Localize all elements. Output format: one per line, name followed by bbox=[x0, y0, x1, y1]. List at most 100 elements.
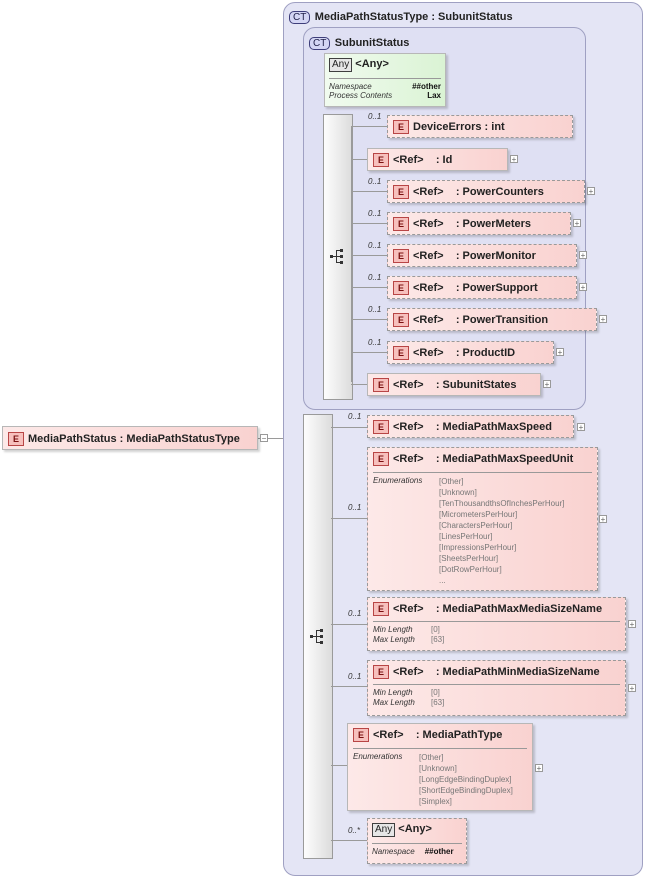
expand-icon[interactable]: + bbox=[543, 380, 551, 389]
any-element-top[interactable]: Any <Any> Namespace ##other Process Cont… bbox=[324, 53, 446, 107]
collapse-icon[interactable]: − bbox=[260, 434, 268, 443]
connector bbox=[351, 384, 367, 385]
prop-key: Max Length bbox=[373, 698, 415, 707]
element-media-path-max-speed[interactable]: E<Ref> : MediaPathMaxSpeed bbox=[367, 415, 574, 438]
element-badge: E bbox=[373, 153, 389, 167]
element-media-path-type[interactable]: E<Ref> : MediaPathType Enumerations [Oth… bbox=[347, 723, 533, 811]
enum-key: Enumerations bbox=[353, 752, 403, 761]
any-element-bottom[interactable]: Any <Any> Namespace ##other bbox=[367, 818, 467, 864]
prop-value: ##other bbox=[412, 82, 441, 91]
enum-key: Enumerations bbox=[373, 476, 423, 485]
prop-value: [63] bbox=[431, 698, 445, 707]
enumeration-value: [CharactersPerHour] bbox=[439, 521, 513, 530]
occurrence-label: 0..1 bbox=[368, 338, 382, 347]
enumeration-value: [Other] bbox=[419, 753, 444, 762]
expand-icon[interactable]: + bbox=[587, 187, 595, 196]
element-badge: E bbox=[393, 185, 409, 199]
element-name: : MediaPathMaxSpeed bbox=[435, 420, 552, 433]
element-id[interactable]: E<Ref> : Id bbox=[367, 148, 508, 171]
root-element-name: MediaPathStatus : MediaPathStatusType bbox=[28, 432, 240, 445]
element-badge: E bbox=[393, 249, 409, 263]
expand-icon[interactable]: + bbox=[510, 155, 518, 164]
enumeration-value: [SheetsPerHour] bbox=[439, 554, 499, 563]
connector bbox=[351, 126, 387, 127]
connector bbox=[331, 765, 347, 766]
expand-icon[interactable]: + bbox=[573, 219, 581, 228]
root-element[interactable]: E MediaPathStatus : MediaPathStatusType bbox=[2, 426, 258, 450]
element-badge: E bbox=[393, 281, 409, 295]
occurrence-label: 0..1 bbox=[368, 177, 382, 186]
expand-icon[interactable]: + bbox=[628, 684, 636, 693]
element-badge: E bbox=[393, 120, 409, 134]
connector bbox=[331, 624, 367, 625]
ref-label: <Ref> bbox=[393, 378, 424, 391]
element-badge: E bbox=[8, 432, 24, 446]
enumeration-list: [Other] [Unknown] [TenThousandthsOfInchesP… bbox=[439, 476, 564, 586]
element-name: : PowerMeters bbox=[455, 217, 532, 230]
enumeration-value: [Unknown] bbox=[419, 764, 457, 773]
ref-label: <Ref> bbox=[413, 346, 444, 359]
connector bbox=[351, 159, 367, 160]
element-badge: E bbox=[373, 378, 389, 392]
element-powertransition[interactable]: E<Ref> : PowerTransition bbox=[387, 308, 597, 331]
element-subunitstates[interactable]: E<Ref> : SubunitStates bbox=[367, 373, 541, 396]
element-name: : MediaPathMaxMediaSizeName bbox=[435, 602, 603, 615]
element-name: : ProductID bbox=[455, 346, 516, 359]
expand-icon[interactable]: + bbox=[556, 348, 564, 357]
element-media-path-max-speed-unit[interactable]: E<Ref> : MediaPathMaxSpeedUnit Enumerati… bbox=[367, 447, 598, 591]
element-powermeters[interactable]: E<Ref> : PowerMeters bbox=[387, 212, 571, 235]
prop-key: Min Length bbox=[373, 688, 413, 697]
expand-icon[interactable]: + bbox=[577, 423, 585, 432]
element-name: DeviceErrors : int bbox=[413, 120, 505, 133]
expand-icon[interactable]: + bbox=[628, 620, 636, 629]
enumeration-value: [Other] bbox=[439, 477, 464, 486]
connector bbox=[351, 191, 387, 192]
prop-key: Namespace bbox=[329, 82, 372, 91]
element-name: : PowerMonitor bbox=[455, 249, 536, 262]
expand-icon[interactable]: + bbox=[599, 515, 607, 524]
element-badge: E bbox=[393, 346, 409, 360]
connector bbox=[351, 319, 387, 320]
sequence-icon bbox=[329, 248, 345, 269]
enumeration-value: [Simplex] bbox=[419, 797, 452, 806]
subunit-status-title: SubunitStatus bbox=[334, 37, 410, 49]
seq1-spine bbox=[351, 126, 352, 382]
element-powermonitor[interactable]: E<Ref> : PowerMonitor bbox=[387, 244, 577, 267]
element-badge: E bbox=[373, 665, 389, 679]
any-badge: Any bbox=[329, 58, 353, 72]
element-powercounters[interactable]: E<Ref> : PowerCounters bbox=[387, 180, 585, 203]
prop-value: Lax bbox=[427, 91, 441, 100]
enumeration-value: [LongEdgeBindingDuplex] bbox=[419, 775, 512, 784]
element-deviceerrorsint[interactable]: E DeviceErrors : int bbox=[387, 115, 573, 138]
prop-key: Min Length bbox=[373, 625, 413, 634]
element-badge: E bbox=[373, 420, 389, 434]
root-connector bbox=[258, 438, 293, 439]
complex-type-header: CT MediaPathStatusType : SubunitStatus bbox=[289, 7, 513, 25]
enumeration-value: [LinesPerHour] bbox=[439, 532, 493, 541]
expand-icon[interactable]: + bbox=[579, 251, 587, 260]
enumeration-list: [Other] [Unknown] [LongEdgeBindingDuplex] [… bbox=[419, 752, 513, 807]
element-media-path-min-media-size-name[interactable]: E<Ref> : MediaPathMinMediaSizeName Min L… bbox=[367, 660, 626, 716]
expand-icon[interactable]: + bbox=[535, 764, 543, 773]
element-name: : MediaPathType bbox=[415, 728, 503, 741]
connector bbox=[351, 223, 387, 224]
ref-label: <Ref> bbox=[413, 185, 444, 198]
prop-value: [63] bbox=[431, 635, 445, 644]
occurrence-label: 0..* bbox=[348, 826, 361, 835]
subunit-status-badge: CT bbox=[309, 37, 331, 50]
ref-label: <Ref> bbox=[393, 452, 424, 465]
element-powersupport[interactable]: E<Ref> : PowerSupport bbox=[387, 276, 577, 299]
complex-type-badge: CT bbox=[289, 11, 311, 24]
element-media-path-max-media-size-name[interactable]: E<Ref> : MediaPathMaxMediaSizeName Min L… bbox=[367, 597, 626, 651]
connector bbox=[331, 840, 367, 841]
connector bbox=[351, 255, 387, 256]
element-badge: E bbox=[393, 217, 409, 231]
expand-icon[interactable]: + bbox=[599, 315, 607, 324]
enumeration-value: [TenThousandthsOfInchesPerHour] bbox=[439, 499, 565, 508]
element-badge: E bbox=[393, 313, 409, 327]
occurrence-label: 0..1 bbox=[348, 672, 362, 681]
ref-label: <Ref> bbox=[393, 602, 424, 615]
enumeration-value: [Unknown] bbox=[439, 488, 477, 497]
expand-icon[interactable]: + bbox=[579, 283, 587, 292]
element-productid[interactable]: E <Ref> : ProductID bbox=[387, 341, 554, 364]
